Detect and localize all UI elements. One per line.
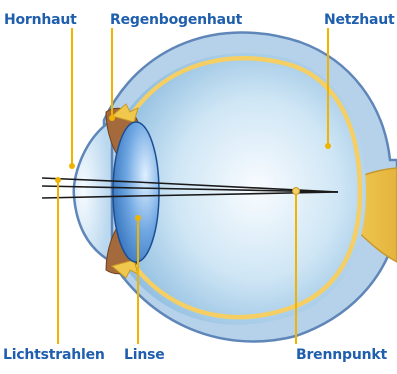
label-brennpunkt: Brennpunkt — [296, 347, 387, 363]
focal-point — [293, 188, 300, 195]
label-hornhaut: Hornhaut — [4, 12, 77, 28]
leader-regenbogenhaut-dot — [109, 115, 115, 121]
label-regenbogenhaut: Regenbogenhaut — [110, 12, 242, 28]
lens — [113, 122, 159, 262]
leader-netzhaut-dot — [325, 143, 331, 149]
cornea — [74, 120, 112, 262]
label-netzhaut: Netzhaut — [324, 12, 395, 28]
label-linse: Linse — [124, 347, 165, 363]
leader-linse-dot — [135, 215, 141, 221]
leader-lichtstrahlen-dot — [55, 177, 61, 183]
leader-hornhaut-dot — [69, 163, 75, 169]
label-lichtstrahlen: Lichtstrahlen — [3, 347, 105, 363]
